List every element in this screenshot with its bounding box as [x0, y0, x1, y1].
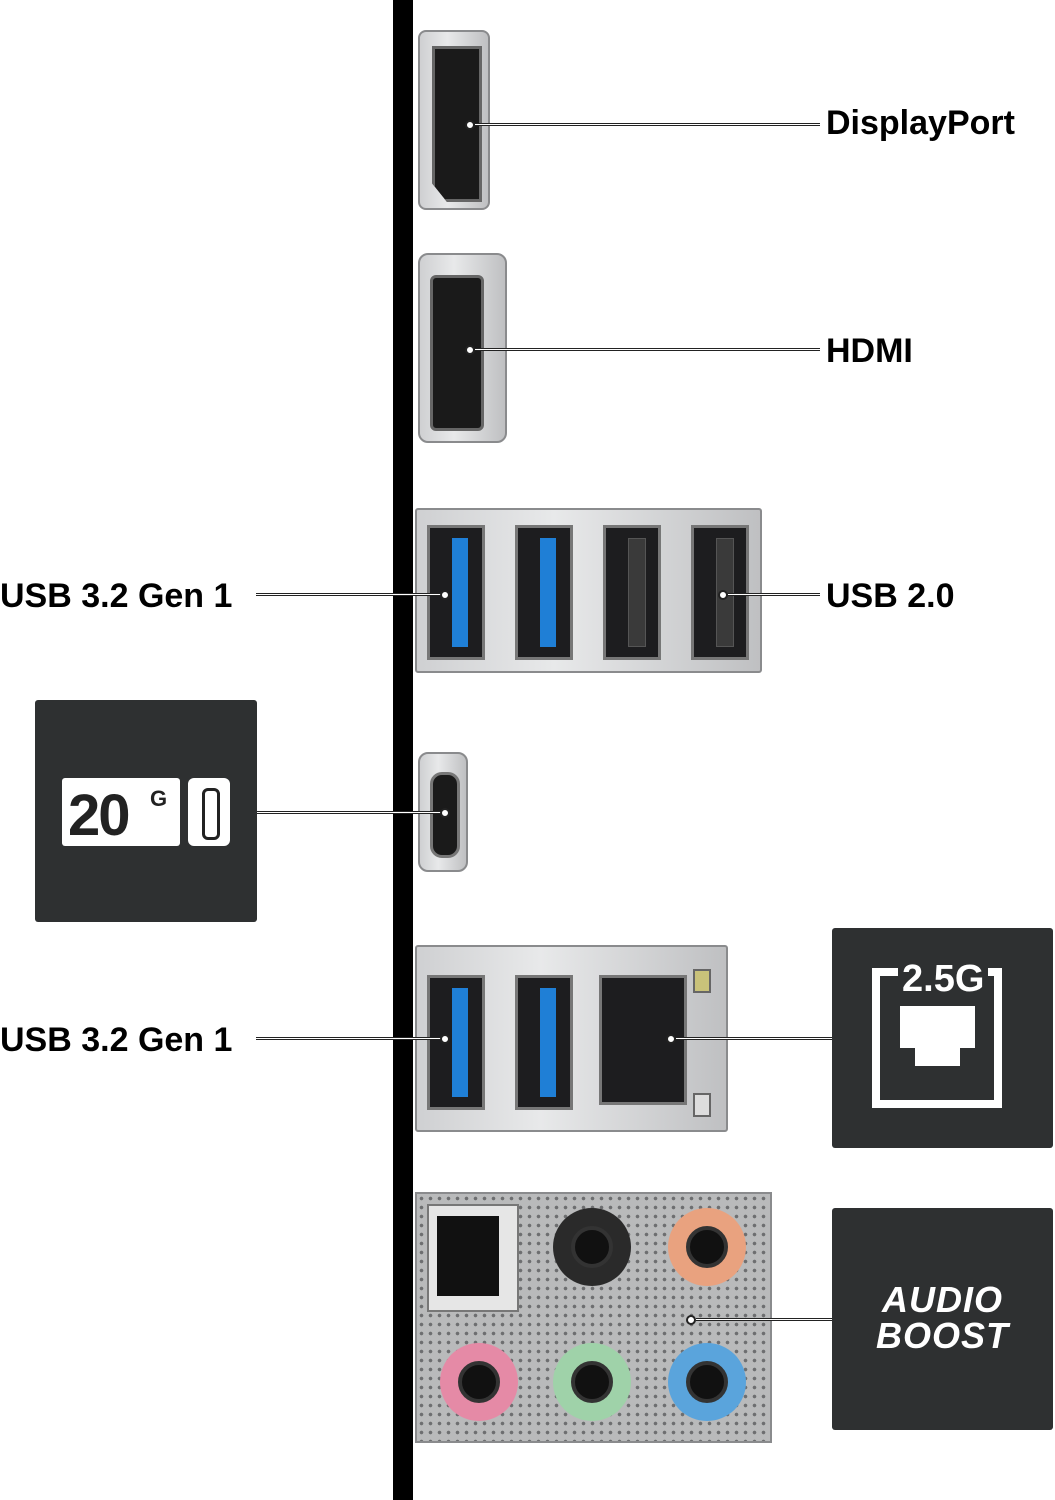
- lan-led-activity: [693, 969, 711, 993]
- hdmi-label: HDMI: [826, 332, 913, 370]
- audio-boost-badge: AUDIO BOOST: [832, 1208, 1053, 1430]
- displayport-port: [418, 30, 490, 210]
- usb-c-speed: 20: [68, 783, 130, 848]
- hdmi-leader: [475, 348, 820, 351]
- lan-speed: 2.5G: [898, 958, 989, 1001]
- audio-jack-blue: [668, 1343, 746, 1421]
- usb3-port: [427, 525, 485, 660]
- usb2-port: [603, 525, 661, 660]
- displayport-label: DisplayPort: [826, 104, 1015, 142]
- usb-c-icon: [188, 778, 230, 846]
- usb32-top-leader: [256, 593, 442, 596]
- usb3-port: [515, 975, 573, 1110]
- usb20-leader: [728, 593, 820, 596]
- audio-pointer: [686, 1315, 696, 1325]
- usb32-bottom-label: USB 3.2 Gen 1: [0, 1021, 233, 1059]
- audio-jack-orange: [668, 1208, 746, 1286]
- displayport-pointer: [465, 120, 475, 130]
- audio-jack-pink: [440, 1343, 518, 1421]
- usb-c-unit: G: [150, 786, 168, 811]
- displayport-leader: [475, 123, 820, 126]
- lan-led-link: [693, 1093, 711, 1117]
- optical-spdif-port: [427, 1204, 519, 1312]
- lan-2-5g-badge: 2.5G: [832, 928, 1053, 1148]
- usb32-top-pointer: [440, 590, 450, 600]
- usb3-port: [515, 525, 573, 660]
- lan-leader: [676, 1037, 832, 1040]
- audio-boost-line2: BOOST: [875, 1315, 1009, 1356]
- usb-block-top: [415, 508, 762, 673]
- audio-jack-black: [553, 1208, 631, 1286]
- hdmi-pointer: [465, 345, 475, 355]
- usb-c-20g-badge: 20 G: [35, 700, 257, 922]
- usb3-port: [427, 975, 485, 1110]
- usb32-bottom-pointer: [440, 1034, 450, 1044]
- io-shield-edge: [393, 0, 413, 1500]
- usb32-top-label: USB 3.2 Gen 1: [0, 577, 233, 615]
- audio-jack-green: [553, 1343, 631, 1421]
- usb-c-pointer: [440, 808, 450, 818]
- audio-block: [415, 1192, 772, 1443]
- audio-leader: [696, 1318, 832, 1321]
- usb-c-leader: [257, 811, 442, 814]
- usb20-label: USB 2.0: [826, 577, 955, 615]
- usb32-bottom-leader: [256, 1037, 442, 1040]
- lan-pointer: [666, 1034, 676, 1044]
- audio-boost-line1: AUDIO: [882, 1279, 1003, 1320]
- usb20-pointer: [718, 590, 728, 600]
